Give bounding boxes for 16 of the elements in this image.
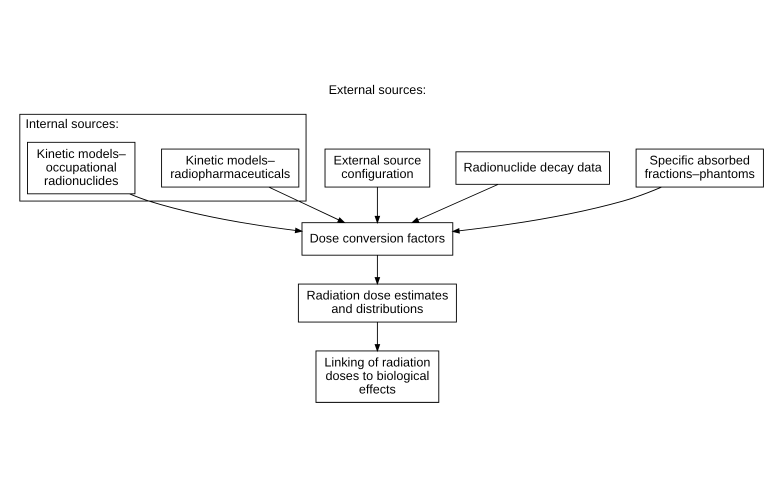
node-box: Kinetic models– occupational radionuclides: [27, 142, 136, 194]
node-box: Linking of radiation doses to biological effects: [316, 350, 440, 403]
arrow: [451, 186, 662, 234]
arrow: [374, 254, 380, 286]
node-box: Kinetic models– radiopharmaceuticals: [161, 148, 300, 188]
arrow: [129, 193, 304, 234]
node-box: Radiation dose estimates and distributions: [298, 284, 457, 322]
arrow: [410, 184, 498, 224]
label: External sources:: [328, 83, 426, 98]
node-box: Dose conversion factors: [302, 222, 454, 256]
arrow: [374, 186, 380, 224]
node-box: Specific absorbed fractions–phantoms: [636, 148, 764, 188]
node-box: External source configuration: [324, 148, 430, 188]
arrow: [268, 186, 346, 224]
node-box: Radionuclide decay data: [456, 151, 610, 185]
arrow: [374, 322, 380, 352]
